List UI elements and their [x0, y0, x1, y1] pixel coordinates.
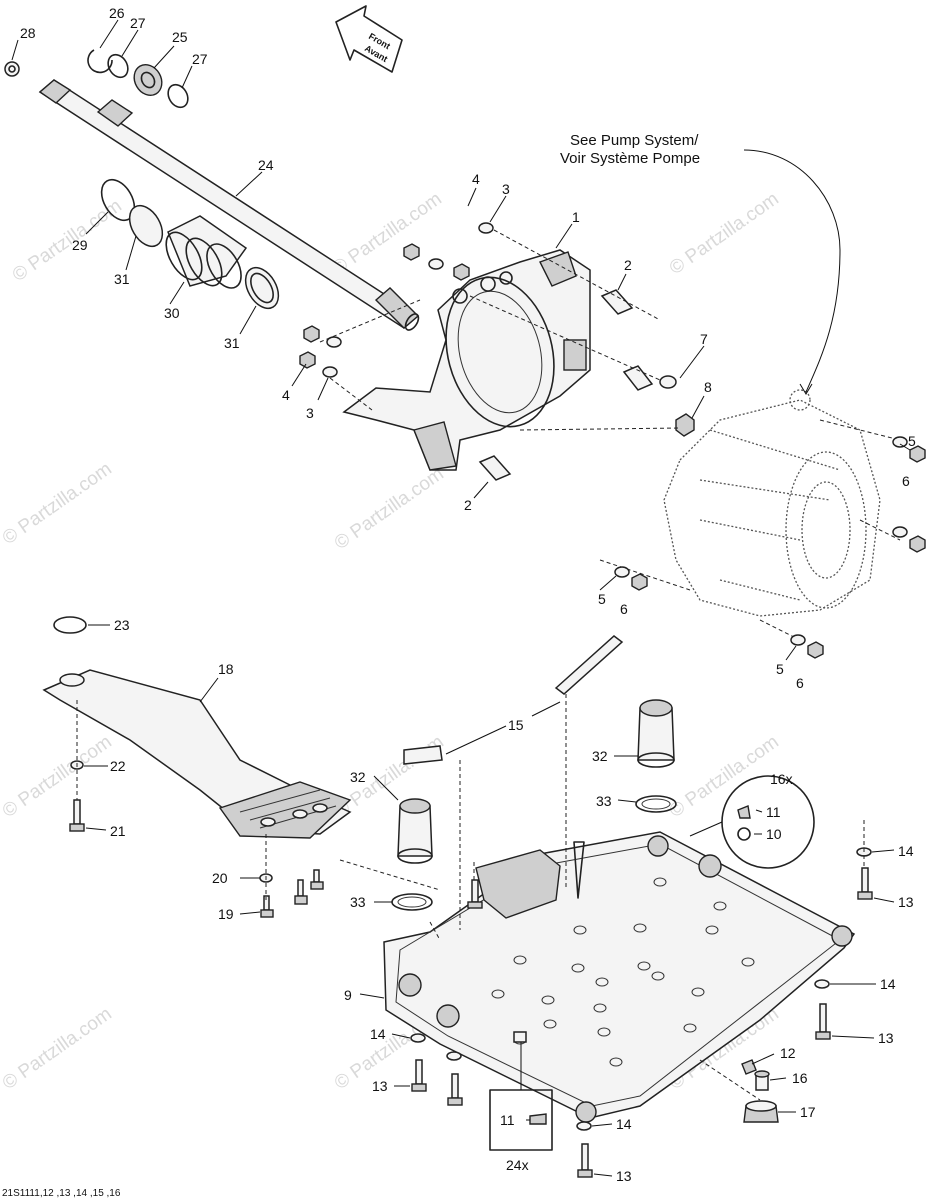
callout-labels: 28 26 27 25 27 24 29 31 30 31 4 3 1 2 7 … [20, 5, 916, 1184]
figure-code: 21S1111,12 ,13 ,14 ,15 ,16 [2, 1188, 121, 1199]
decals [403, 635, 624, 930]
detail-box-24x [489, 1031, 553, 1151]
callout-15: 15 [508, 717, 524, 733]
grate-fasteners [69, 700, 324, 918]
callout-2: 2 [624, 257, 632, 273]
callout-2: 2 [464, 497, 472, 513]
detail-circle-16x [689, 775, 815, 869]
callout-21: 21 [110, 823, 126, 839]
callout-7: 7 [700, 331, 708, 347]
watermark: © Partzilla.com [666, 188, 783, 279]
note-arrowhead [799, 383, 813, 395]
ride-plate-holes [491, 877, 755, 1067]
watermark: © Partzilla.com [329, 188, 446, 279]
callout-12: 12 [780, 1045, 796, 1061]
pump-system-note-line2: Voir Système Pompe [560, 150, 700, 167]
pump-system-reference [599, 389, 901, 641]
watermark: © Partzilla.com [9, 195, 126, 286]
callout-16: 16 [792, 1070, 808, 1086]
bearings-and-seals [339, 699, 677, 941]
pump-system-note-line1: See Pump System/ [570, 132, 699, 149]
callout-31: 31 [224, 335, 240, 351]
boot-and-clamps [100, 178, 280, 310]
callout-29: 29 [72, 237, 88, 253]
callout-23: 23 [114, 617, 130, 633]
callout-8: 8 [704, 379, 712, 395]
callout-6: 6 [796, 675, 804, 691]
callout-27: 27 [130, 15, 146, 31]
callout-11: 11 [500, 1112, 515, 1128]
callout-19: 19 [218, 906, 234, 922]
bracket-fasteners [299, 222, 695, 481]
misc-plugs [699, 1059, 779, 1123]
callout-4: 4 [472, 171, 480, 187]
callout-3: 3 [502, 181, 510, 197]
watermark: © Partzilla.com [331, 463, 448, 554]
callout-5: 5 [776, 661, 784, 677]
callout-13: 13 [616, 1168, 632, 1184]
callout-5: 5 [908, 433, 916, 449]
callout-5: 5 [598, 591, 606, 607]
callout-6: 6 [902, 473, 910, 489]
callout-17: 17 [800, 1104, 816, 1120]
callout-33: 33 [596, 793, 612, 809]
callout-6: 6 [620, 601, 628, 617]
callout-13: 13 [372, 1078, 388, 1094]
callout-24x: 24x [506, 1157, 529, 1173]
ride-plate-fasteners [410, 820, 873, 1178]
callout-13: 13 [898, 894, 914, 910]
drive-shaft [38, 79, 420, 331]
callout-10: 10 [766, 826, 782, 842]
callout-31: 31 [114, 271, 130, 287]
callout-32: 32 [592, 748, 608, 764]
callout-4: 4 [282, 387, 290, 403]
pump-washers-nuts [614, 436, 926, 659]
watermark: © Partzilla.com [0, 458, 116, 549]
callout-32: 32 [350, 769, 366, 785]
leader-lines [11, 19, 911, 1177]
callout-16x: 16x [770, 771, 793, 787]
callout-14: 14 [898, 843, 914, 859]
callout-1: 1 [572, 209, 580, 225]
plug [53, 616, 87, 634]
callout-14: 14 [616, 1116, 632, 1132]
pump-support-bracket [342, 249, 591, 471]
callout-30: 30 [164, 305, 180, 321]
callout-33: 33 [350, 894, 366, 910]
note-arrow-line [743, 149, 841, 393]
callout-25: 25 [172, 29, 188, 45]
ride-plate [383, 831, 856, 1123]
callout-20: 20 [212, 870, 228, 886]
callout-3: 3 [306, 405, 314, 421]
callout-28: 28 [20, 25, 36, 41]
callout-13: 13 [878, 1030, 894, 1046]
watermark: © Partzilla.com [0, 731, 116, 822]
callout-22: 22 [110, 758, 126, 774]
callout-14: 14 [880, 976, 896, 992]
seal-parts [4, 49, 189, 109]
callout-9: 9 [344, 987, 352, 1003]
callout-24: 24 [258, 157, 274, 173]
callout-11: 11 [766, 804, 781, 820]
callout-26: 26 [109, 5, 125, 21]
front-direction-arrow: Front Avant [335, 5, 403, 73]
intake-grate [42, 669, 352, 839]
watermark: © Partzilla.com [0, 1003, 116, 1094]
callout-27: 27 [192, 51, 208, 67]
callout-18: 18 [218, 661, 234, 677]
callout-14: 14 [370, 1026, 386, 1042]
